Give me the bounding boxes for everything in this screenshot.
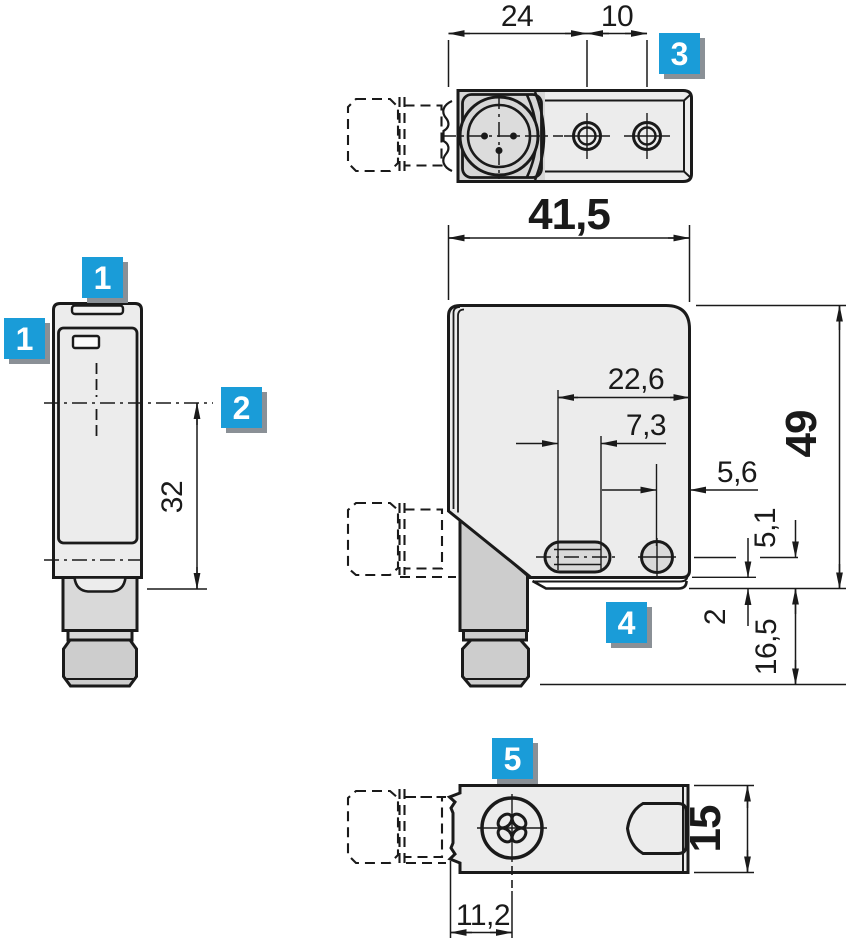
front-dashed-connector (346, 501, 456, 579)
top-view: 24 10 (346, 0, 693, 183)
callout-3-number: 3 (671, 36, 689, 72)
front-mounting-flange (531, 579, 688, 590)
dim-16-5: 16,5 (540, 588, 846, 686)
callout-1-top-number: 1 (94, 260, 112, 296)
dim-5-6: 5,6 (602, 456, 758, 546)
dim-hole-axis-to-bottom-label: 5,1 (749, 508, 782, 548)
dim-height-label: 49 (777, 411, 826, 458)
side-led-window (71, 334, 101, 350)
callout-badge-3: 3 (659, 33, 705, 79)
callout-2-number: 2 (233, 390, 251, 426)
dim-24-10: 24 10 (447, 0, 648, 87)
dim-7-3: 7,3 (516, 409, 667, 570)
dim-hole-to-edge-label: 5,6 (717, 456, 757, 489)
callout-badge-5: 5 (492, 738, 538, 784)
callout-badge-1-top: 1 (82, 257, 128, 303)
dim-15: 15 (681, 784, 754, 874)
dim-lip-label: 2 (699, 609, 732, 625)
dim-41-5: 41,5 (447, 190, 691, 302)
callout-1-left-number: 1 (16, 321, 34, 357)
dim-49: 49 (689, 304, 846, 590)
callout-5-number: 5 (504, 741, 522, 777)
dim-11-2: 11,2 (449, 861, 513, 938)
top-dashed-connector (346, 97, 443, 173)
side-front-panel (57, 326, 139, 545)
callout-4-number: 4 (618, 605, 636, 641)
callout-badge-1-left: 1 (4, 318, 50, 364)
dim-5-1: 5,1 (694, 508, 799, 559)
dim-2: 2 (692, 538, 756, 626)
dim-width-label: 41,5 (528, 190, 610, 239)
dim-32: 32 (147, 402, 207, 590)
side-view: 32 (44, 302, 213, 688)
callout-badge-2: 2 (221, 387, 267, 433)
dim-22-6: 22,6 (557, 363, 690, 570)
side-body (52, 302, 143, 579)
dim-hole1-offset-label: 24 (501, 0, 533, 33)
dim-screw-offset-label: 11,2 (456, 899, 510, 932)
front-m8-plug (461, 638, 530, 688)
dim-hole-spacing-label: 10 (601, 0, 633, 33)
dim-plug-length-label: 16,5 (750, 619, 783, 675)
side-top-slot (70, 304, 125, 316)
dim-depth-label: 15 (681, 805, 730, 852)
dim-axis-to-bottom-label: 32 (156, 481, 189, 513)
bottom-dashed-connector (346, 789, 446, 865)
side-m8-plug (62, 638, 138, 688)
dim-slot-to-edge-label: 22,6 (608, 363, 664, 396)
callout-badge-4: 4 (606, 602, 652, 648)
bottom-optical-window (625, 802, 688, 855)
front-view: 41,5 49 22,6 7,3 (346, 190, 846, 688)
top-mounting-holes (564, 113, 670, 159)
bottom-adjustment-screw (477, 794, 547, 888)
bottom-view: 15 11,2 (346, 784, 754, 938)
dim-slot-length-label: 7,3 (626, 409, 666, 442)
